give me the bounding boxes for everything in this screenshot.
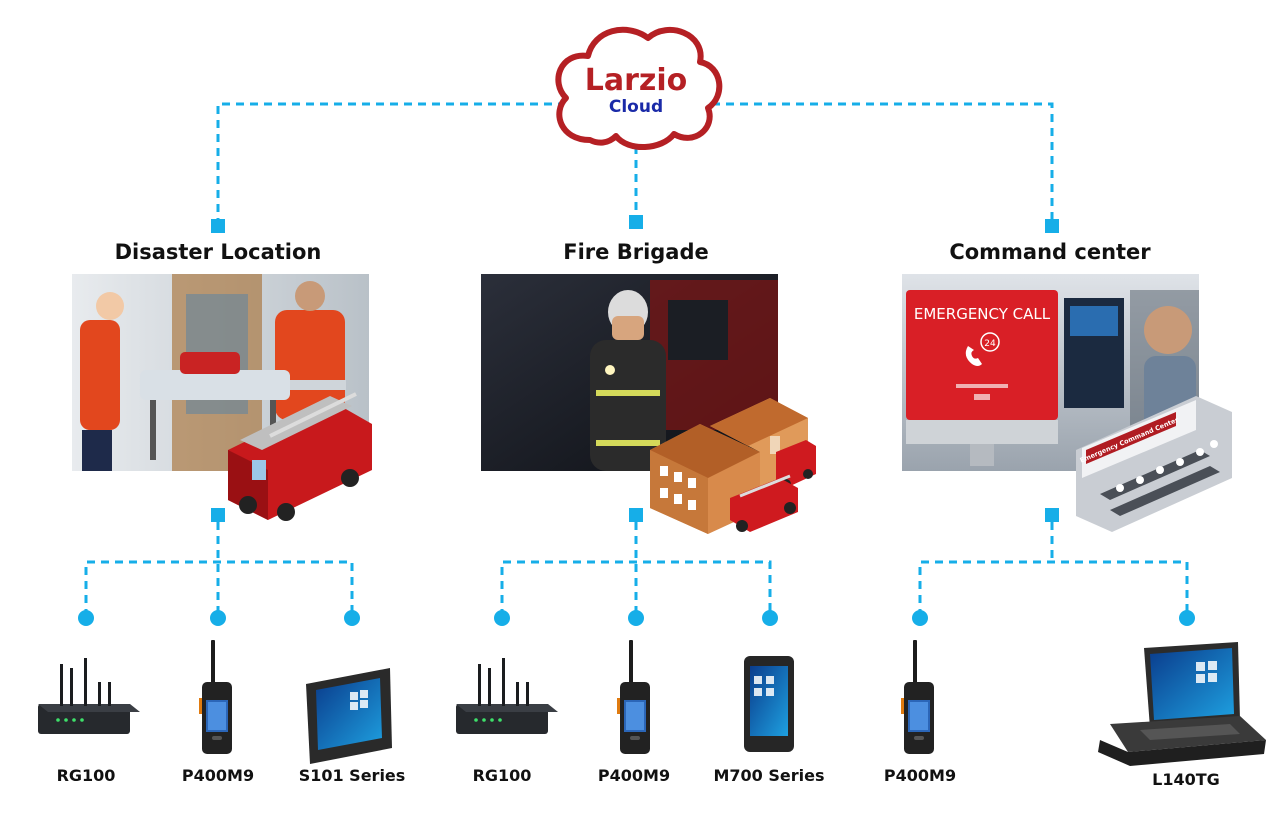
fire-truck-icon <box>228 392 372 521</box>
fire-station-icon <box>650 398 816 534</box>
square-nodes <box>211 215 1059 522</box>
radio-icon <box>617 640 650 754</box>
emergency-call-text: EMERGENCY CALL <box>914 305 1051 323</box>
command-room-icon: Emergency Command Center <box>1076 396 1232 532</box>
router-icon <box>456 658 558 734</box>
cloud-sub-text: Cloud <box>609 97 663 117</box>
group-title-command-center: Command center <box>949 240 1151 264</box>
tablet-icon <box>744 656 794 752</box>
device-label-p400m9: P400M9 <box>181 766 255 785</box>
device-label-p400m9: P400M9 <box>597 766 671 785</box>
tablet-icon <box>306 668 392 764</box>
router-icon <box>38 658 140 734</box>
cloud-icon: Larzio Cloud <box>555 26 723 151</box>
emergency-call-badge: 24 <box>984 339 996 349</box>
group-title-fire-brigade: Fire Brigade <box>563 240 709 264</box>
device-label-rg100: RG100 <box>472 766 532 785</box>
device-label-l140tg: L140TG <box>1152 770 1220 789</box>
device-label-rg100: RG100 <box>56 766 116 785</box>
device-label-s101-series: S101 Series <box>298 766 406 785</box>
connector-lines <box>84 102 1189 617</box>
radio-icon <box>901 640 934 754</box>
device-label-m700-series: M700 Series <box>713 766 825 785</box>
cloud-brand-text: Larzio <box>585 63 688 98</box>
radio-icon <box>199 640 232 754</box>
group-title-disaster-location: Disaster Location <box>114 240 322 264</box>
laptop-icon <box>1098 642 1266 766</box>
device-label-p400m9: P400M9 <box>883 766 957 785</box>
round-nodes <box>78 610 1195 626</box>
